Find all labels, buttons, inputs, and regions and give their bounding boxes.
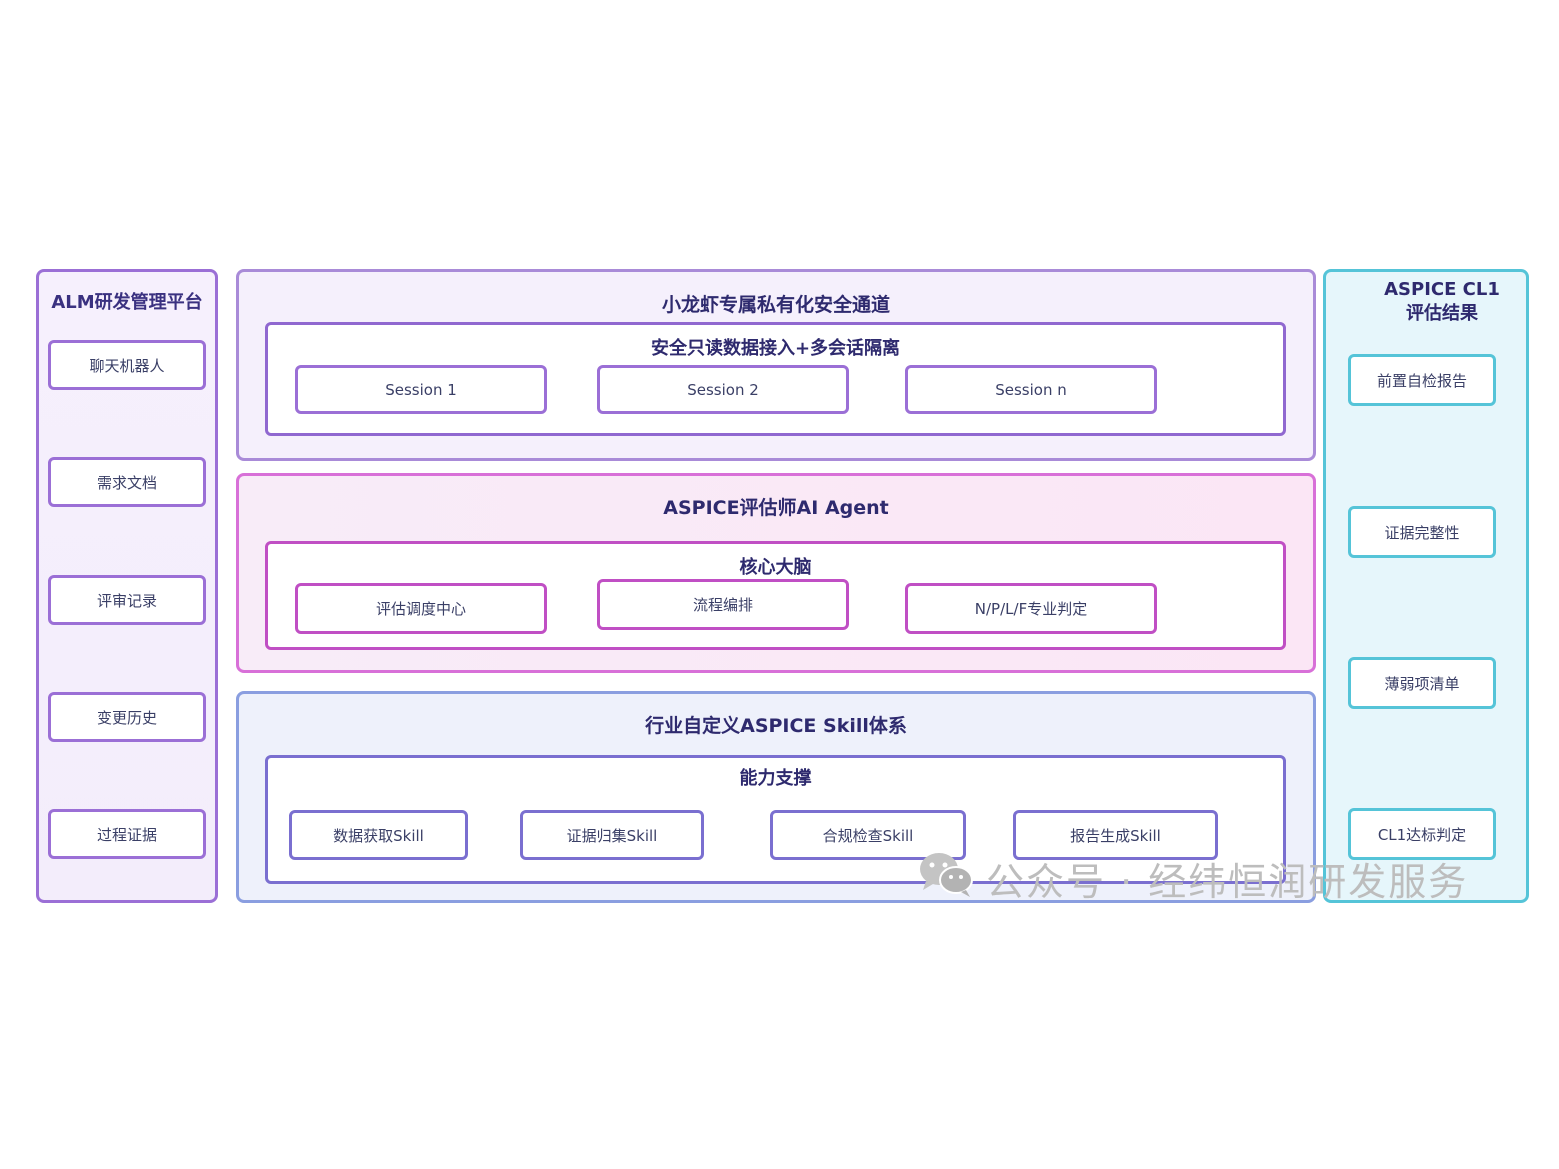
result-item-evidence-completeness[interactable]: 证据完整性 bbox=[1348, 506, 1496, 558]
cl1-result-title-line2: 评估结果 bbox=[1406, 303, 1478, 324]
watermark-text: 公众号 · 经纬恒润研发服务 bbox=[986, 860, 1469, 904]
session-n-box[interactable]: Session n bbox=[905, 365, 1157, 414]
capability-support-title: 能力支撑 bbox=[739, 768, 812, 789]
ai-agent-title: ASPICE评估师AI Agent bbox=[663, 497, 889, 519]
skill-system-title: 行业自定义ASPICE Skill体系 bbox=[645, 715, 907, 737]
compliance-check-skill-box[interactable]: 合规检查Skill bbox=[770, 810, 966, 860]
wechat-icon bbox=[920, 853, 973, 897]
core-brain-title: 核心大脑 bbox=[739, 557, 812, 578]
alm-item-review-records[interactable]: 评审记录 bbox=[48, 575, 206, 625]
alm-platform-title: ALM研发管理平台 bbox=[51, 292, 203, 313]
process-orchestration-box[interactable]: 流程编排 bbox=[597, 579, 849, 630]
npfl-judgement-box[interactable]: N/P/L/F专业判定 bbox=[905, 583, 1157, 634]
session-1-box[interactable]: Session 1 bbox=[295, 365, 547, 414]
data-acquisition-skill-box[interactable]: 数据获取Skill bbox=[289, 810, 468, 860]
alm-item-process-evidence[interactable]: 过程证据 bbox=[48, 809, 206, 859]
session-2-box[interactable]: Session 2 bbox=[597, 365, 849, 414]
report-generation-skill-box[interactable]: 报告生成Skill bbox=[1013, 810, 1218, 860]
evidence-collection-skill-box[interactable]: 证据归集Skill bbox=[520, 810, 704, 860]
assessment-dispatch-box[interactable]: 评估调度中心 bbox=[295, 583, 547, 634]
result-item-cl1-judgement[interactable]: CL1达标判定 bbox=[1348, 808, 1496, 860]
alm-item-change-history[interactable]: 变更历史 bbox=[48, 692, 206, 742]
alm-item-chatbot[interactable]: 聊天机器人 bbox=[48, 340, 206, 390]
result-item-self-check-report[interactable]: 前置自检报告 bbox=[1348, 354, 1496, 406]
result-item-weakness-list[interactable]: 薄弱项清单 bbox=[1348, 657, 1496, 709]
cl1-result-title-line1: ASPICE CL1 bbox=[1384, 279, 1500, 300]
session-isolation-title: 安全只读数据接入+多会话隔离 bbox=[650, 338, 901, 359]
secure-channel-title: 小龙虾专属私有化安全通道 bbox=[661, 294, 890, 316]
alm-item-requirements[interactable]: 需求文档 bbox=[48, 457, 206, 507]
cl1-result-title: ASPICE CL1 评估结果 bbox=[1340, 278, 1544, 326]
